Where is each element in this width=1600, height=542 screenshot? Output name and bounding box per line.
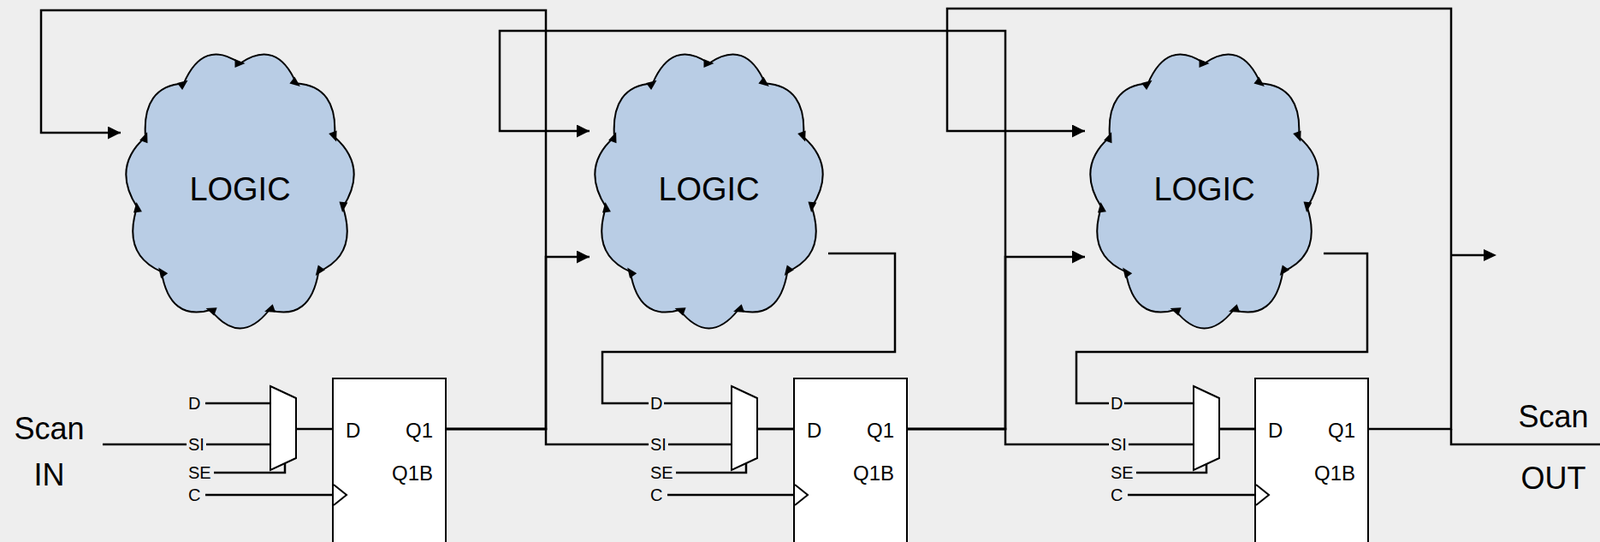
cloud-arrow [602,201,611,214]
cloud-arrow [645,80,658,90]
signal-wire [499,30,1006,429]
clock-wire [205,493,332,497]
next-stage-wire [1451,254,1486,257]
signal-wire [907,256,1085,429]
signal-label: SI [648,435,669,453]
cloud-arrow [733,303,745,312]
cloud-arrow [1292,130,1301,143]
signal-label: SI [186,435,207,453]
cloud-arrow [328,130,337,143]
signal-label: SE [186,463,214,481]
logic-cloud: LOGIC [589,46,829,332]
signal-wire [947,8,1452,429]
logic-cloud: LOGIC [120,46,360,332]
clock-triangle [333,484,347,505]
cloud-arrow [133,201,143,214]
mux-symbol [1193,385,1220,470]
pin-name: Q1 [1327,420,1356,441]
pin-name: D [806,420,822,441]
cloud-arrow [339,201,349,213]
flip-flop-box: D Q1Q1B [331,377,447,542]
flip-flop-box: D Q1Q1B [793,377,908,542]
pin-name: D [345,420,361,441]
cloud-arrow [1103,131,1112,143]
cloud-arrow [235,59,246,68]
signal-label: C [648,485,664,504]
cloud-arrow [808,201,818,213]
pin-name: Q1B [853,462,895,484]
cloud-outline [125,54,354,329]
cloud-arrow [1097,201,1107,214]
cloud-arrow [1303,201,1313,213]
cloud-arrow [139,131,148,143]
cloud-arrow [675,307,687,316]
cloud-arrow [1170,307,1182,316]
logic-label: LOGIC [1153,171,1255,208]
clock-wire [1127,493,1255,497]
cloud-arrow [797,130,806,143]
d-input-wire [205,402,271,405]
signal-label: D [1108,394,1125,412]
logic-label: LOGIC [657,171,759,208]
cloud-arrow [1122,266,1132,279]
cloud-arrow [1228,303,1240,312]
pin-name: Q1 [866,420,895,441]
cloud-outline [1090,54,1318,329]
cloud-outline [594,54,823,329]
signal-label: C [186,485,202,504]
mux-symbol [731,385,758,470]
pin-name: Q1B [391,462,433,484]
mux-symbol [270,385,297,470]
cloud-arrow [1253,77,1265,87]
cloud-arrow [758,77,770,87]
pin-name: Q1B [1314,462,1356,484]
cloud-arrow [784,265,795,277]
cloud-arrow [608,131,617,143]
cloud-arrow [315,265,326,277]
cloud-arrow [1141,80,1153,90]
signal-label: SI [1108,435,1129,453]
pin-name: D [1268,420,1283,441]
cloud-arrow [264,303,276,312]
signal-label: SE [1108,463,1136,481]
signal-label: C [1108,485,1125,504]
clock-triangle [1256,484,1269,505]
pin-name: Q1 [405,420,433,441]
cloud-arrow [289,77,301,87]
clock-wire [667,493,794,497]
clock-triangle [794,484,808,505]
port-label: Scan IN [8,405,90,498]
cloud-arrow [704,59,715,68]
mux-output-wire [296,427,332,431]
signal-label: D [186,394,202,412]
logic-label: LOGIC [189,171,291,208]
signal-label: D [648,394,664,412]
cloud-arrow [1280,265,1290,277]
logic-cloud: LOGIC [1084,46,1324,332]
signal-wire [41,10,546,429]
cloud-arrow [1199,59,1210,68]
port-label: Scan OUT [1512,385,1595,510]
signal-label: SE [648,463,676,481]
cloud-arrow [206,307,218,316]
flip-flop-box: D Q1Q1B [1254,377,1369,542]
cloud-arrow [177,80,189,90]
cloud-arrow [627,266,637,279]
cloud-arrow [158,266,168,279]
signal-wire [446,256,590,429]
arrow-head [1483,248,1497,261]
